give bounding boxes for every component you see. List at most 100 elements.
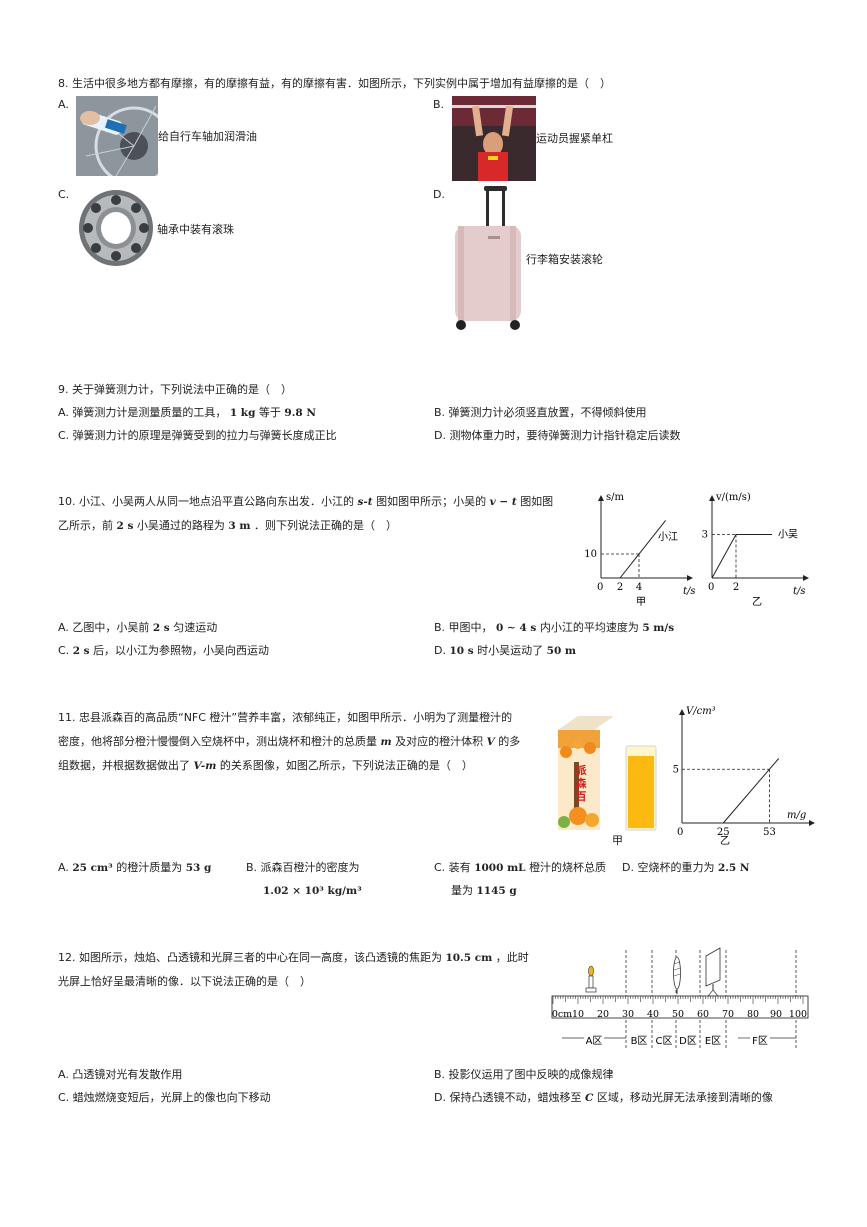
zone-label-a: A区 xyxy=(586,1035,603,1047)
q11-option-c-math-1: 1000 mL xyxy=(474,862,526,874)
q11-option-c-text: C. 装有 xyxy=(434,861,471,874)
q10-option-d-text-2: 时小吴运动了 xyxy=(477,644,544,657)
q11-option-a-text: A. xyxy=(58,861,69,874)
lens-icon xyxy=(673,956,681,994)
q8-option-d-letter: D. xyxy=(433,188,445,201)
q10-option-a: A. 乙图中，小吴前 2 s 匀速运动 xyxy=(58,620,217,636)
q11-carton-brand: 派森百 xyxy=(575,764,587,803)
zone-dividers xyxy=(625,950,797,1048)
vm-x-label: m/g xyxy=(787,810,806,821)
q11-stem-line-3: 组数据，并根据数据做出了 V-m 的关系图像，如图乙所示，下列说法正确的是（ ） xyxy=(58,754,473,778)
jia-x-label: t/s xyxy=(683,586,696,597)
q11-option-c-math-2: 1145 g xyxy=(476,885,517,897)
q10-option-c-text-2: 后，以小江为参照物，小吴向西运动 xyxy=(93,644,270,657)
q11-figure-jia-caption: 甲 xyxy=(612,834,623,847)
q10-stem-math-st: s-t xyxy=(357,496,373,508)
ruler-label-40: 40 xyxy=(647,1009,659,1020)
q11-stem-text-3: 的多 xyxy=(498,735,521,748)
q12-stem-text-1: 12. 如图所示，烛焰、凸透镜和光屏三者的中心在同一高度，该凸透镜的焦距为 xyxy=(58,951,442,964)
q11-option-d: D. 空烧杯的重力为 2.5 N xyxy=(622,860,750,876)
q8-option-b-letter: B. xyxy=(433,98,445,111)
q11-option-b: B. 派森百橙汁的密度为 1.02 × 10³ kg/m³ xyxy=(246,860,362,899)
q11-stem-text-2: 及对应的橙汁体积 xyxy=(395,735,484,748)
yi-x-label: t/s xyxy=(793,586,806,597)
ruler xyxy=(551,995,809,1019)
q11-stem-line-2: 密度，他将部分橙汁慢慢倒入空烧杯中，测出烧杯和橙汁的总质量 m 及对应的橙汁体积… xyxy=(58,730,520,754)
zone-label-e: E区 xyxy=(705,1035,721,1047)
q11-figure-jia: 派森百 甲 xyxy=(556,712,672,847)
ruler-label-80: 80 xyxy=(747,1009,759,1020)
q10-option-b-math-1: 0 ∼ 4 s xyxy=(496,622,537,634)
q10-option-d-math-1: 10 s xyxy=(449,645,474,657)
vm-origin-label: 0 xyxy=(677,827,683,838)
q10-option-d-math-2: 50 m xyxy=(546,645,577,657)
q11-option-b-math: 1.02 × 10³ kg/m³ xyxy=(263,885,362,897)
q11-stem-line-1: 11. 忠县派森百的高品质“NFC 橙汁”营养丰富，浓郁纯正，如图甲所示．小明为… xyxy=(58,711,513,724)
ruler-labels: 0cm 10 20 30 40 50 60 70 80 90 100 xyxy=(552,1009,807,1020)
jia-x-tick-1: 2 xyxy=(617,582,623,593)
candle-icon xyxy=(585,965,597,993)
ruler-label-60: 60 xyxy=(697,1009,709,1020)
q11-option-c-text-3: 量为 xyxy=(451,884,473,897)
q10-stem-text-4: 乙所示，前 xyxy=(58,519,113,532)
q10-option-a-math: 2 s xyxy=(152,622,170,634)
q8-option-d-image xyxy=(450,186,526,332)
ruler-label-70: 70 xyxy=(722,1009,734,1020)
ruler-label-10: 10 xyxy=(572,1009,584,1020)
q10-option-d-text: D. xyxy=(434,644,446,657)
q10-stem-text-6: ．则下列说法正确的是（ ） xyxy=(253,519,397,532)
ruler-label-100: 100 xyxy=(789,1009,807,1020)
q9-option-b: B. 弹簧测力计必须竖直放置，不得倾斜使用 xyxy=(434,406,647,419)
vm-x-tick-2: 53 xyxy=(763,827,776,838)
q10-stem-text-3: 图如图 xyxy=(520,495,554,508)
jia-y-tick: 10 xyxy=(584,549,597,560)
q12-option-a: A. 凸透镜对光有发散作用 xyxy=(58,1068,183,1081)
q12-option-d-text-2: 区域，移动光屏无法承接到清晰的像 xyxy=(596,1091,773,1104)
q11-option-a-math-1: 25 cm³ xyxy=(72,862,113,874)
q9-option-a-math-1: 1 kg xyxy=(229,407,256,419)
q11-option-a-text-2: 的橙汁质量为 xyxy=(116,861,183,874)
q10-option-b-math-2: 5 m/s xyxy=(642,622,675,634)
ruler-ticks xyxy=(552,996,804,1004)
q8-option-d-text: 行李箱安装滚轮 xyxy=(526,253,603,266)
q11-option-a-math-2: 53 g xyxy=(185,862,212,874)
jia-series-line xyxy=(619,520,666,579)
ruler-label-20: 20 xyxy=(597,1009,609,1020)
q10-stem-text-2: 图如图甲所示；小吴的 xyxy=(376,495,487,508)
yi-series-label: 小吴 xyxy=(778,529,798,541)
q8-option-a-letter: A. xyxy=(58,98,69,111)
q11-option-c: C. 装有 1000 mL 橙汁的烧杯总质 量为 1145 g xyxy=(434,860,606,899)
vm-x-tick-1: 25 xyxy=(717,827,730,838)
q12-stem-math-focal: 10.5 cm xyxy=(445,952,493,964)
q9-option-a-text: A. 弹簧测力计是测量质量的工具， xyxy=(58,406,227,419)
zone-label-d: D区 xyxy=(679,1035,697,1047)
jia-series-label: 小江 xyxy=(658,531,678,543)
q9-option-a: A. 弹簧测力计是测量质量的工具， 1 kg 等于 9.8 N xyxy=(58,405,316,421)
zone-label-f: F区 xyxy=(752,1035,768,1047)
yi-y-label: v/(m/s) xyxy=(715,492,751,503)
q8-stem: 8. 生活中很多地方都有摩擦，有的摩擦有益，有的摩擦有害．如图所示，下列实例中属… xyxy=(58,77,611,90)
jia-origin-label: 0 xyxy=(597,582,603,593)
ruler-label-50: 50 xyxy=(672,1009,684,1020)
q11-option-a: A. 25 cm³ 的橙汁质量为 53 g xyxy=(58,860,211,876)
q8-option-c-letter: C. xyxy=(58,188,70,201)
q10-option-b-text-2: 内小江的平均速度为 xyxy=(539,621,639,634)
vm-y-label: V/cm³ xyxy=(686,706,716,717)
q10-option-d: D. 10 s 时小吴运动了 50 m xyxy=(434,643,576,659)
q12-stem-line-2: 光屏上恰好呈最清晰的像．以下说法正确的是（ ） xyxy=(58,975,311,988)
q10-stem-math-2s: 2 s xyxy=(116,520,134,532)
q9-option-d: D. 测物体重力时，要待弹簧测力计指针稳定后读数 xyxy=(434,429,681,442)
q11-graph-yi: V/cm³ m/g 0 25 53 25 乙 xyxy=(672,706,815,847)
q10-stem-text-1: 10. 小江、小吴两人从同一地点沿平直公路向东出发．小江的 xyxy=(58,495,354,508)
q9-option-a-text-2: 等于 xyxy=(258,406,281,419)
q11-option-d-math: 2.5 N xyxy=(717,862,750,874)
zone-labels: A区 B区 C区 D区 E区 F区 xyxy=(586,1035,768,1047)
q11-stem-math-m: m xyxy=(380,736,392,748)
q12-option-d-math: C xyxy=(584,1092,594,1104)
zone-label-c: C区 xyxy=(656,1035,673,1047)
q10-option-c: C. 2 s 后，以小江为参照物，小吴向西运动 xyxy=(58,643,269,659)
jia-caption: 甲 xyxy=(636,597,646,608)
q10-graph-jia: s/m t/s 0 2 4 10 小江 甲 xyxy=(584,492,696,608)
q10-stem-math-vt: v − t xyxy=(489,496,517,508)
q11-stem-text-4: 组数据，并根据数据做出了 xyxy=(58,759,190,772)
